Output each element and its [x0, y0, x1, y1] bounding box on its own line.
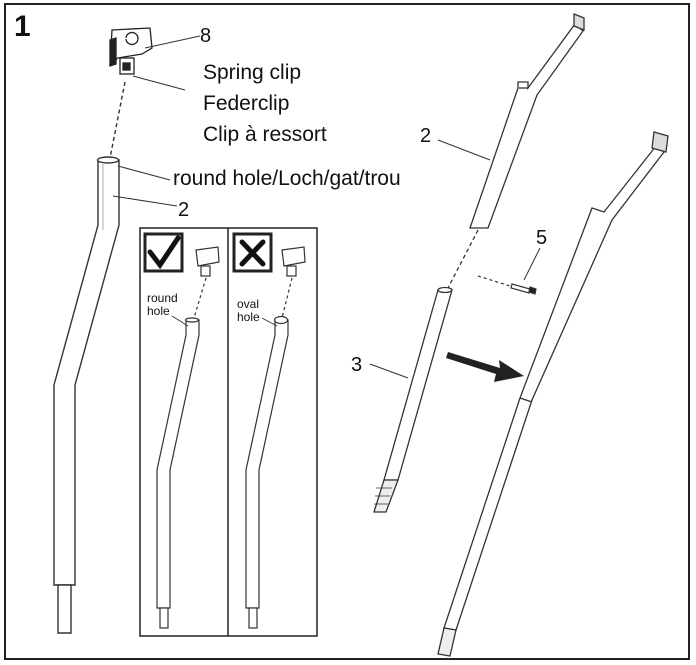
- spring-clip-label-de: Federclip: [203, 92, 290, 115]
- spring-clip-label-en: Spring clip: [203, 61, 302, 84]
- lower-tube: [53, 156, 120, 634]
- spring-clip: [109, 27, 153, 75]
- assembled-handle: [437, 131, 669, 657]
- step-number: 1: [14, 10, 31, 43]
- rod: [373, 286, 453, 513]
- upper-tube: [469, 13, 585, 229]
- direction-arrow: [446, 352, 524, 382]
- spring-clip-label-fr: Clip à ressort: [203, 123, 327, 146]
- inset-wrong-drawing: [232, 232, 306, 629]
- round-hole-label: round hole/Loch/gat/trou: [173, 167, 401, 190]
- screw-number: 5: [536, 227, 548, 249]
- inset-correct-drawing: [143, 232, 220, 629]
- lower-tube-number: 2: [178, 199, 190, 221]
- upper-tube-number: 2: [420, 125, 432, 147]
- rod-number: 3: [351, 354, 363, 376]
- screw: [477, 275, 537, 295]
- spring-clip-number: 8: [200, 25, 212, 47]
- diagram-frame: [4, 3, 690, 660]
